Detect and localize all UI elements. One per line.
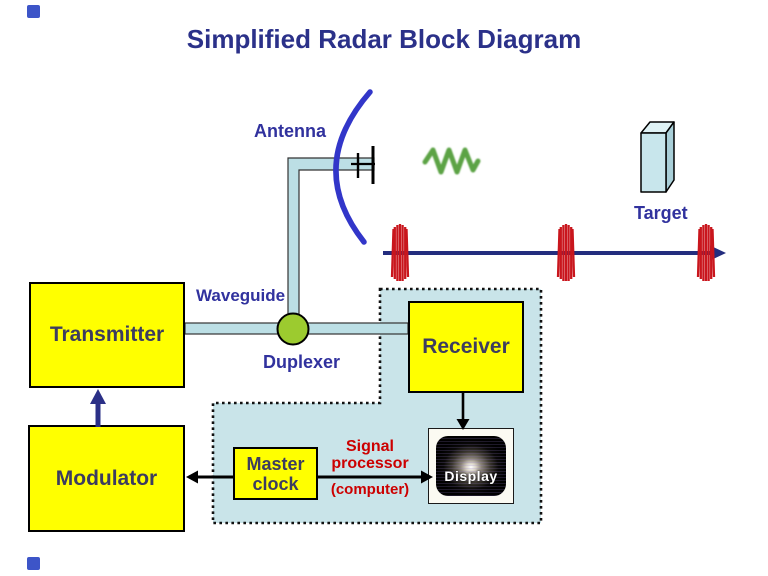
- page-title: Simplified Radar Block Diagram: [186, 24, 582, 54]
- pulse-marker-3: [696, 224, 716, 281]
- master-clock-block: Master clock: [233, 447, 318, 500]
- receiver-to-display-arrow: [456, 393, 470, 430]
- pulse-marker-2: [556, 224, 576, 281]
- transmitter-block: Transmitter: [29, 282, 185, 388]
- master-clock-line1: Master: [246, 453, 305, 474]
- echo-wave-icon: [422, 147, 481, 175]
- signal-processor-line2: processor: [331, 455, 409, 472]
- duplexer-node: [276, 312, 310, 346]
- duplexer-label: Duplexer: [263, 352, 341, 372]
- beam-arrowhead-icon: [710, 245, 726, 261]
- antenna-feed-icon: [351, 146, 375, 184]
- display-label: Display: [444, 468, 498, 484]
- display-crt-screen: Display: [436, 436, 506, 496]
- antenna-dish-icon: [333, 89, 373, 245]
- master-clock-line2: clock: [252, 473, 299, 494]
- corner-accent-top-left-icon: [27, 5, 40, 18]
- modulator-block: Modulator: [28, 425, 185, 532]
- signal-processor-computer-label: (computer): [330, 481, 410, 498]
- transmitter-block-label: Transmitter: [49, 323, 165, 346]
- masterclock-to-modulator-arrow: [186, 470, 233, 484]
- target-box-icon: [640, 121, 675, 193]
- modulator-block-label: Modulator: [55, 466, 158, 490]
- receiver-block-label: Receiver: [422, 335, 510, 358]
- waveguide-antenna-shape: [287, 157, 375, 331]
- modulator-to-transmitter-arrow: [90, 389, 106, 427]
- waveguide-horizontal-shape: [184, 322, 409, 335]
- receiver-block: Receiver: [408, 301, 524, 393]
- antenna-label: Antenna: [254, 121, 326, 141]
- target-label: Target: [634, 203, 688, 223]
- signal-processor-line1: Signal: [345, 438, 394, 455]
- signal-processor-label: Signal processor: [318, 438, 422, 472]
- pulse-marker-1: [390, 224, 410, 281]
- display-monitor: Display: [428, 428, 514, 504]
- waveguide-label: Waveguide: [196, 286, 286, 305]
- corner-accent-bottom-left-icon: [27, 557, 40, 570]
